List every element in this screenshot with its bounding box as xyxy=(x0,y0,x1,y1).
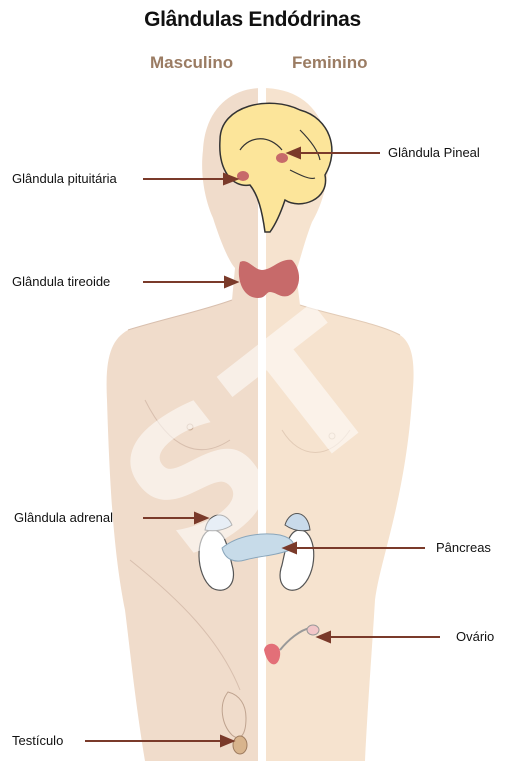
label-testicle: Testículo xyxy=(12,733,63,748)
label-ovary: Ovário xyxy=(456,629,494,644)
testicle xyxy=(233,736,247,754)
pineal-gland xyxy=(276,153,288,163)
label-pancreas: Pâncreas xyxy=(436,540,491,555)
label-pineal: Glândula Pineal xyxy=(388,145,480,160)
label-thyroid: Glândula tireoide xyxy=(12,274,110,289)
ovary xyxy=(307,625,319,635)
label-pituitary: Glândula pituitária xyxy=(12,171,117,186)
label-adrenal: Glândula adrenal xyxy=(14,510,113,525)
pituitary-gland xyxy=(237,171,249,181)
